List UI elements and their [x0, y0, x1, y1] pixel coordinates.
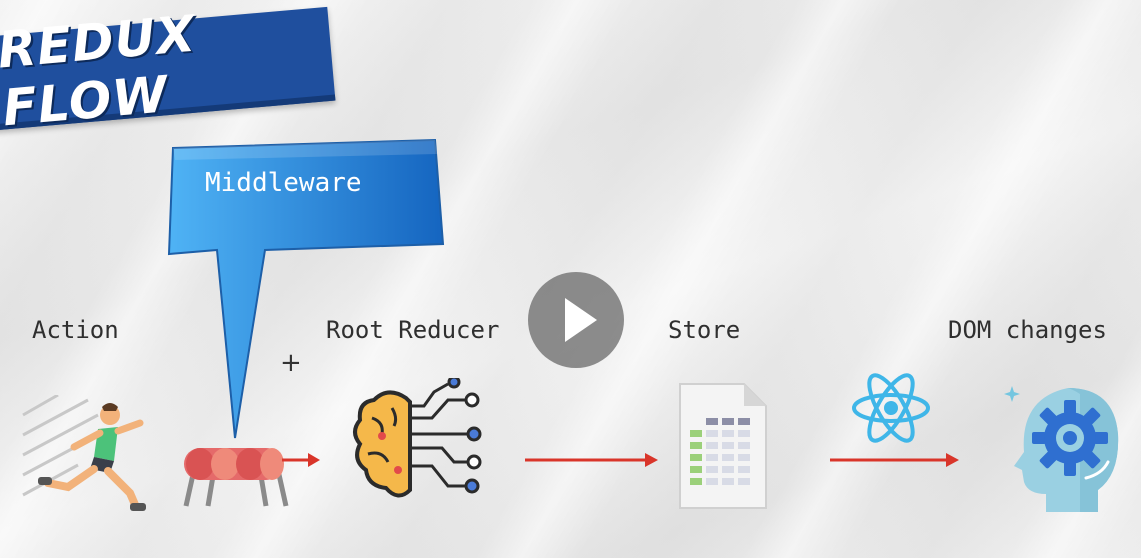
- plus-sign: +: [280, 348, 302, 378]
- dom-changes-label: DOM changes: [948, 316, 1107, 344]
- arrow-pipe-to-reducer: [282, 453, 320, 467]
- head-gear-icon: [1004, 386, 1119, 512]
- arrow-store-to-dom: [830, 453, 959, 467]
- middleware-label: Middleware: [205, 168, 362, 198]
- middleware-callout: [167, 138, 445, 439]
- brain-circuit-icon: [353, 378, 482, 498]
- action-label: Action: [32, 316, 119, 344]
- pipe-icon: [183, 448, 289, 507]
- store-label: Store: [668, 316, 741, 344]
- react-atom-icon: [852, 373, 930, 443]
- play-icon[interactable]: [528, 272, 624, 368]
- runner-icon: [22, 395, 146, 511]
- title-banner: REDUX FLOW: [0, 5, 336, 137]
- root-reducer-label: Root Reducer: [326, 316, 500, 344]
- arrow-reducer-to-store: [525, 453, 658, 467]
- spreadsheet-icon: [679, 383, 767, 509]
